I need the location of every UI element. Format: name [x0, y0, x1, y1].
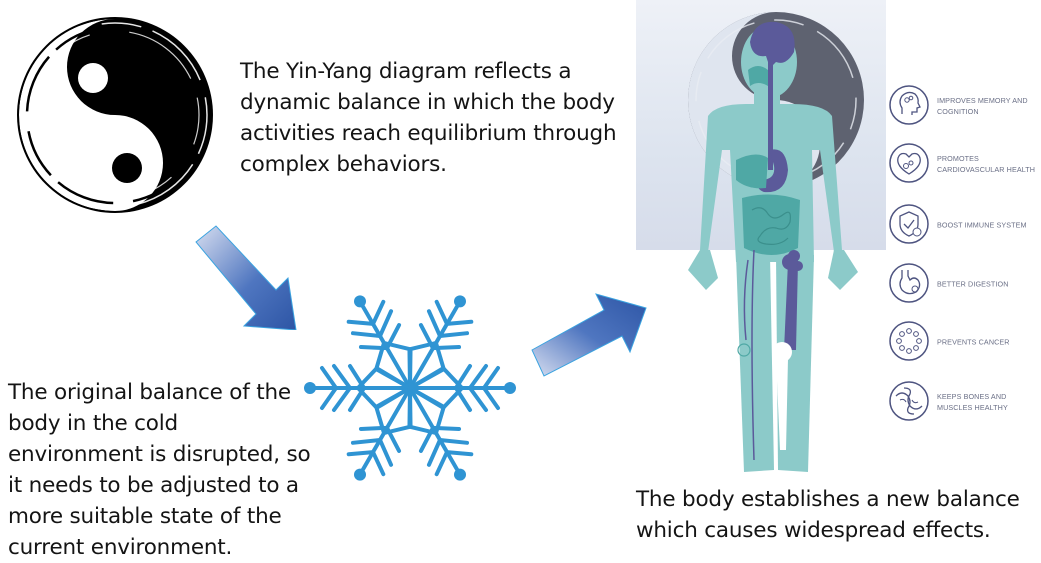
benefit-item-cardiovascular: PROMOTES CARDIOVASCULAR HEALTH [888, 142, 1041, 186]
heart-gears-icon [889, 143, 929, 183]
benefit-label: PREVENTS CANCER [937, 337, 1010, 347]
bone-muscle-icon [889, 381, 929, 421]
arrow-up-right-icon [531, 293, 647, 377]
human-body-icon [688, 12, 864, 472]
benefit-item-bones: KEEPS BONES AND MUSCLES HEALTHY [888, 380, 1041, 424]
yin-yang-icon [17, 17, 213, 213]
benefit-item-cancer: PREVENTS CANCER [888, 320, 1041, 364]
human-body-figure [636, 0, 886, 480]
cold-disruption-caption: The original balance of the body in the … [8, 380, 311, 560]
snowflake-figure [300, 278, 520, 498]
benefit-label: IMPROVES MEMORY AND COGNITION [937, 96, 1028, 116]
benefit-item-immune: BOOST IMMUNE SYSTEM [888, 203, 1041, 247]
benefit-label: PROMOTES CARDIOVASCULAR HEALTH [937, 154, 1036, 174]
shield-check-icon [889, 204, 929, 244]
yin-yang-caption: The Yin-Yang diagram reflects a dynamic … [240, 59, 617, 177]
benefit-item-memory: IMPROVES MEMORY AND COGNITION [888, 84, 1041, 128]
brain-head-icon [889, 85, 929, 125]
arrow-up-right [528, 280, 648, 380]
benefit-label: BOOST IMMUNE SYSTEM [937, 220, 1027, 230]
yin-yang-figure [8, 8, 223, 223]
new-balance-caption: The body establishes a new balance which… [636, 487, 1020, 543]
arrow-down-right [190, 220, 310, 330]
snowflake-icon [304, 290, 516, 486]
stomach-icon [889, 263, 929, 303]
benefit-label: BETTER DIGESTION [937, 279, 1009, 289]
benefit-item-digestion: BETTER DIGESTION [888, 262, 1041, 306]
arrow-down-right-icon [195, 225, 297, 330]
benefit-label: KEEPS BONES AND MUSCLES HEALTHY [937, 392, 1008, 412]
cell-ring-icon [889, 321, 929, 361]
